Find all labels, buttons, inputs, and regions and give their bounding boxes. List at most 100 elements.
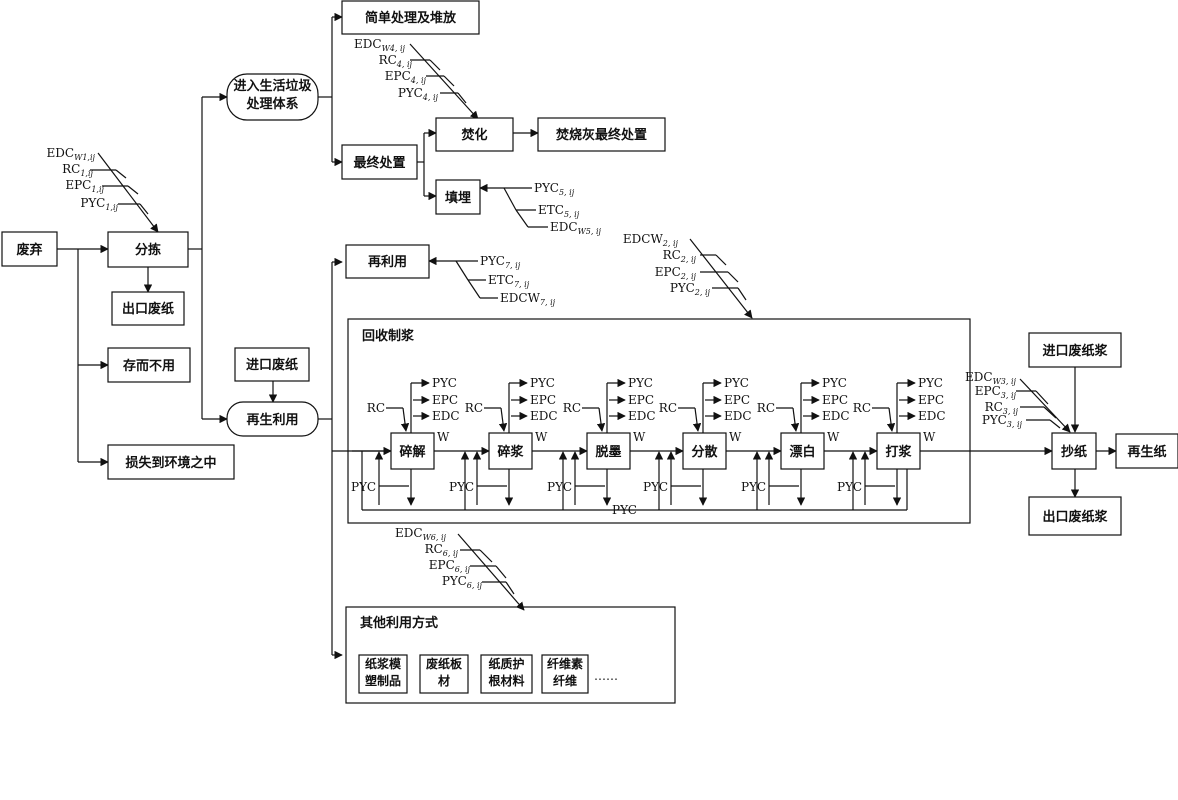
- stage-out-label-epc: EPC: [432, 393, 458, 407]
- stage-rc-label: RC: [563, 401, 581, 415]
- factor-label-reuse-1: ETC7, ij: [488, 273, 530, 289]
- factor-label-papermaking-3: PYC3, ij: [982, 413, 1023, 429]
- node-discard: 废弃: [1, 231, 58, 267]
- factor-label-other-2: EPC6, ij: [429, 558, 471, 574]
- node-enter-msw: 进入生活垃圾处理体系: [226, 73, 319, 121]
- stage-out-label-edc: EDC: [724, 409, 752, 423]
- factor-label-landfill-2: EDCW5, ij: [550, 220, 602, 236]
- node-recycle: 再生利用: [226, 401, 319, 437]
- factor-label-pulping-2: EPC2, ij: [655, 265, 697, 281]
- node-enter-msw-label: 进入生活垃圾处理体系: [233, 79, 312, 112]
- other-use-cellulose-fiber: 纤维素纤维: [546, 657, 583, 688]
- pulping-group: 回收制浆: [347, 318, 971, 524]
- stage-box: [586, 432, 631, 470]
- node-ash-disposal: 焚烧灰最终处置: [537, 117, 666, 152]
- node-reuse: 再利用: [345, 244, 430, 279]
- stage-box: [876, 432, 921, 470]
- stage-out-label-pyc: PYC: [628, 376, 653, 390]
- stage-out-label-edc: EDC: [432, 409, 460, 423]
- node-discard-label: 废弃: [16, 242, 42, 258]
- node-papermaking: 抄纸: [1051, 432, 1097, 470]
- factor-label-pulping-1: RC2, ij: [663, 248, 697, 264]
- node-stored-unused: 存而不用: [107, 347, 191, 383]
- stage-out-label-pyc: PYC: [724, 376, 749, 390]
- stage-pyc-in-label: PYC: [547, 480, 572, 494]
- node-simple-stack: 简单处理及堆放: [341, 0, 480, 35]
- factor-label-incinerate-2: EPC4, ij: [385, 69, 427, 85]
- factor-label-incinerate-3: PYC4, ij: [398, 86, 439, 102]
- stage-out-label-pyc: PYC: [432, 376, 457, 390]
- stage-box: [682, 432, 727, 470]
- stage-pyc-in-label: PYC: [837, 480, 862, 494]
- node-import-paper-label: 进口废纸: [246, 357, 298, 373]
- other-use-mulch: 纸质护根材料: [488, 657, 525, 688]
- stage-out-label-epc: EPC: [724, 393, 750, 407]
- node-lost-env: 损失到环境之中: [107, 444, 235, 480]
- factor-label-sorting-0: EDCW1,ij: [47, 146, 96, 162]
- stage-w-label: W: [827, 430, 840, 444]
- node-papermaking-label: 抄纸: [1061, 444, 1087, 460]
- stage-rc-arrow: [692, 407, 702, 432]
- stage-rc-label: RC: [659, 401, 677, 415]
- stage-rc-label: RC: [757, 401, 775, 415]
- stage-rc-label: RC: [853, 401, 871, 415]
- node-export-paper: 出口废纸: [111, 291, 185, 326]
- factor-label-sorting-3: PYC1,ij: [80, 196, 118, 212]
- node-boxes: 废弃 分拣 出口废纸 存而不用 损失到环境之中 进入生活垃圾处理体系 简单处理及: [1, 0, 1178, 704]
- stage-pyc-in-label: PYC: [351, 480, 376, 494]
- node-reuse-label: 再利用: [368, 254, 407, 270]
- stage-w-label: W: [535, 430, 548, 444]
- stage-label: 碎解: [399, 444, 425, 460]
- other-use-ellipsis: ……: [594, 669, 618, 683]
- factor-label-incinerate-0: EDCW4, ij: [354, 37, 406, 53]
- stage-label: 脱墨: [595, 444, 621, 460]
- node-incinerate-label: 焚化: [460, 127, 487, 143]
- pulping-stages: 碎解WPYCEPCEDCRCPYC碎浆WPYCEPCEDCRCPYC脱墨WPYC…: [351, 376, 946, 517]
- stage-out-label-edc: EDC: [918, 409, 946, 423]
- stage-out-label-pyc: PYC: [822, 376, 847, 390]
- node-export-pulp: 出口废纸浆: [1028, 496, 1122, 536]
- pulping-stage-bleach: 漂白 W PYC EPC EDC RC PYC: [726, 376, 850, 510]
- node-lost-env-label: 损失到环境之中: [125, 455, 216, 471]
- stage-label: 分散: [691, 444, 718, 460]
- node-recycled-paper: 再生纸: [1115, 433, 1178, 469]
- factor-label-papermaking-1: EPC3, ij: [975, 384, 1017, 400]
- stage-w-label: W: [437, 430, 450, 444]
- factor-label-sorting-2: EPC1,ij: [65, 178, 104, 194]
- cost-factor-fan-lines: [90, 43, 1071, 611]
- node-stored-unused-label: 存而不用: [123, 358, 175, 374]
- stage-out-label-edc: EDC: [822, 409, 850, 423]
- stage-out-label-edc: EDC: [530, 409, 558, 423]
- node-export-paper-label: 出口废纸: [122, 301, 174, 317]
- factor-label-pulping-0: EDCW2, ij: [623, 232, 679, 248]
- factor-label-sorting-1: RC1,ij: [62, 162, 93, 178]
- node-import-paper: 进口废纸: [234, 347, 310, 382]
- node-landfill: 填埋: [435, 179, 481, 215]
- stage-box: [780, 432, 825, 470]
- stage-out-label-epc: EPC: [628, 393, 654, 407]
- node-ash-disposal-label: 焚烧灰最终处置: [555, 127, 647, 143]
- stage-label: 漂白: [789, 444, 815, 460]
- node-simple-stack-label: 简单处理及堆放: [365, 10, 457, 26]
- stage-out-label-edc: EDC: [628, 409, 656, 423]
- stage-w-label: W: [633, 430, 646, 444]
- factor-label-landfill-1: ETC5, ij: [538, 203, 580, 219]
- stage-rc-label: RC: [465, 401, 483, 415]
- node-recycled-paper-label: 再生纸: [1127, 444, 1166, 460]
- other-use-paperboard: 废纸板材: [425, 657, 462, 688]
- node-sorting-label: 分拣: [135, 242, 161, 258]
- stage-rc-arrow: [498, 407, 508, 432]
- stage-pyc-in-label: PYC: [741, 480, 766, 494]
- other-uses-group: 其他利用方式: [345, 606, 676, 704]
- node-incinerate: 焚化: [435, 117, 514, 152]
- stage-box: [390, 432, 435, 470]
- factor-label-reuse-2: EDCW7, ij: [500, 291, 556, 307]
- factor-label-other-3: PYC6, ij: [442, 574, 483, 590]
- factor-label-landfill-0: PYC5, ij: [534, 181, 575, 197]
- stage-rc-arrow: [790, 407, 800, 432]
- other-use-molded-pulp: 纸浆模塑制品: [364, 657, 401, 688]
